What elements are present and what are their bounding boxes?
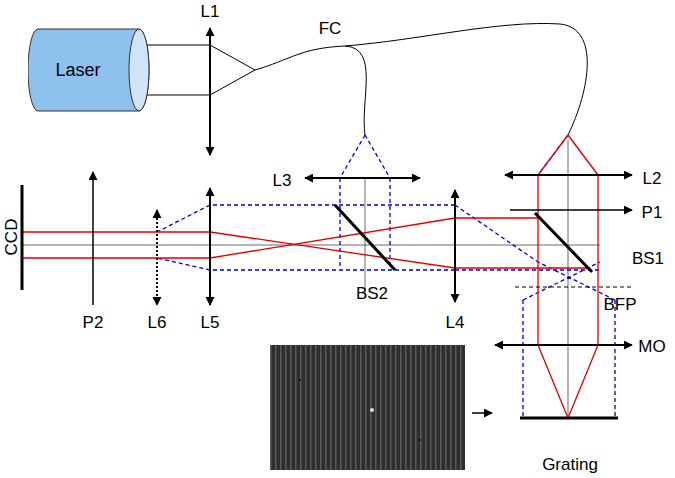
node-label: Laser: [55, 60, 100, 81]
component-label: FC: [319, 20, 342, 37]
component-label: L6: [148, 314, 167, 331]
component-label: L5: [201, 314, 220, 331]
component-label: P1: [642, 204, 663, 221]
component-label: BS2: [356, 285, 388, 302]
detector-label: CCD: [3, 219, 20, 256]
component-label: L3: [273, 172, 292, 189]
component-label: L1: [201, 3, 220, 20]
laser-body: Laser: [28, 28, 194, 112]
component-label: MO: [638, 338, 665, 355]
component-label: L4: [446, 314, 465, 331]
component-label: L2: [643, 170, 662, 187]
component-label: BS1: [632, 250, 664, 267]
component-label: BFP: [603, 296, 636, 313]
component-label: Grating: [542, 456, 598, 473]
component-label: P2: [83, 314, 104, 331]
